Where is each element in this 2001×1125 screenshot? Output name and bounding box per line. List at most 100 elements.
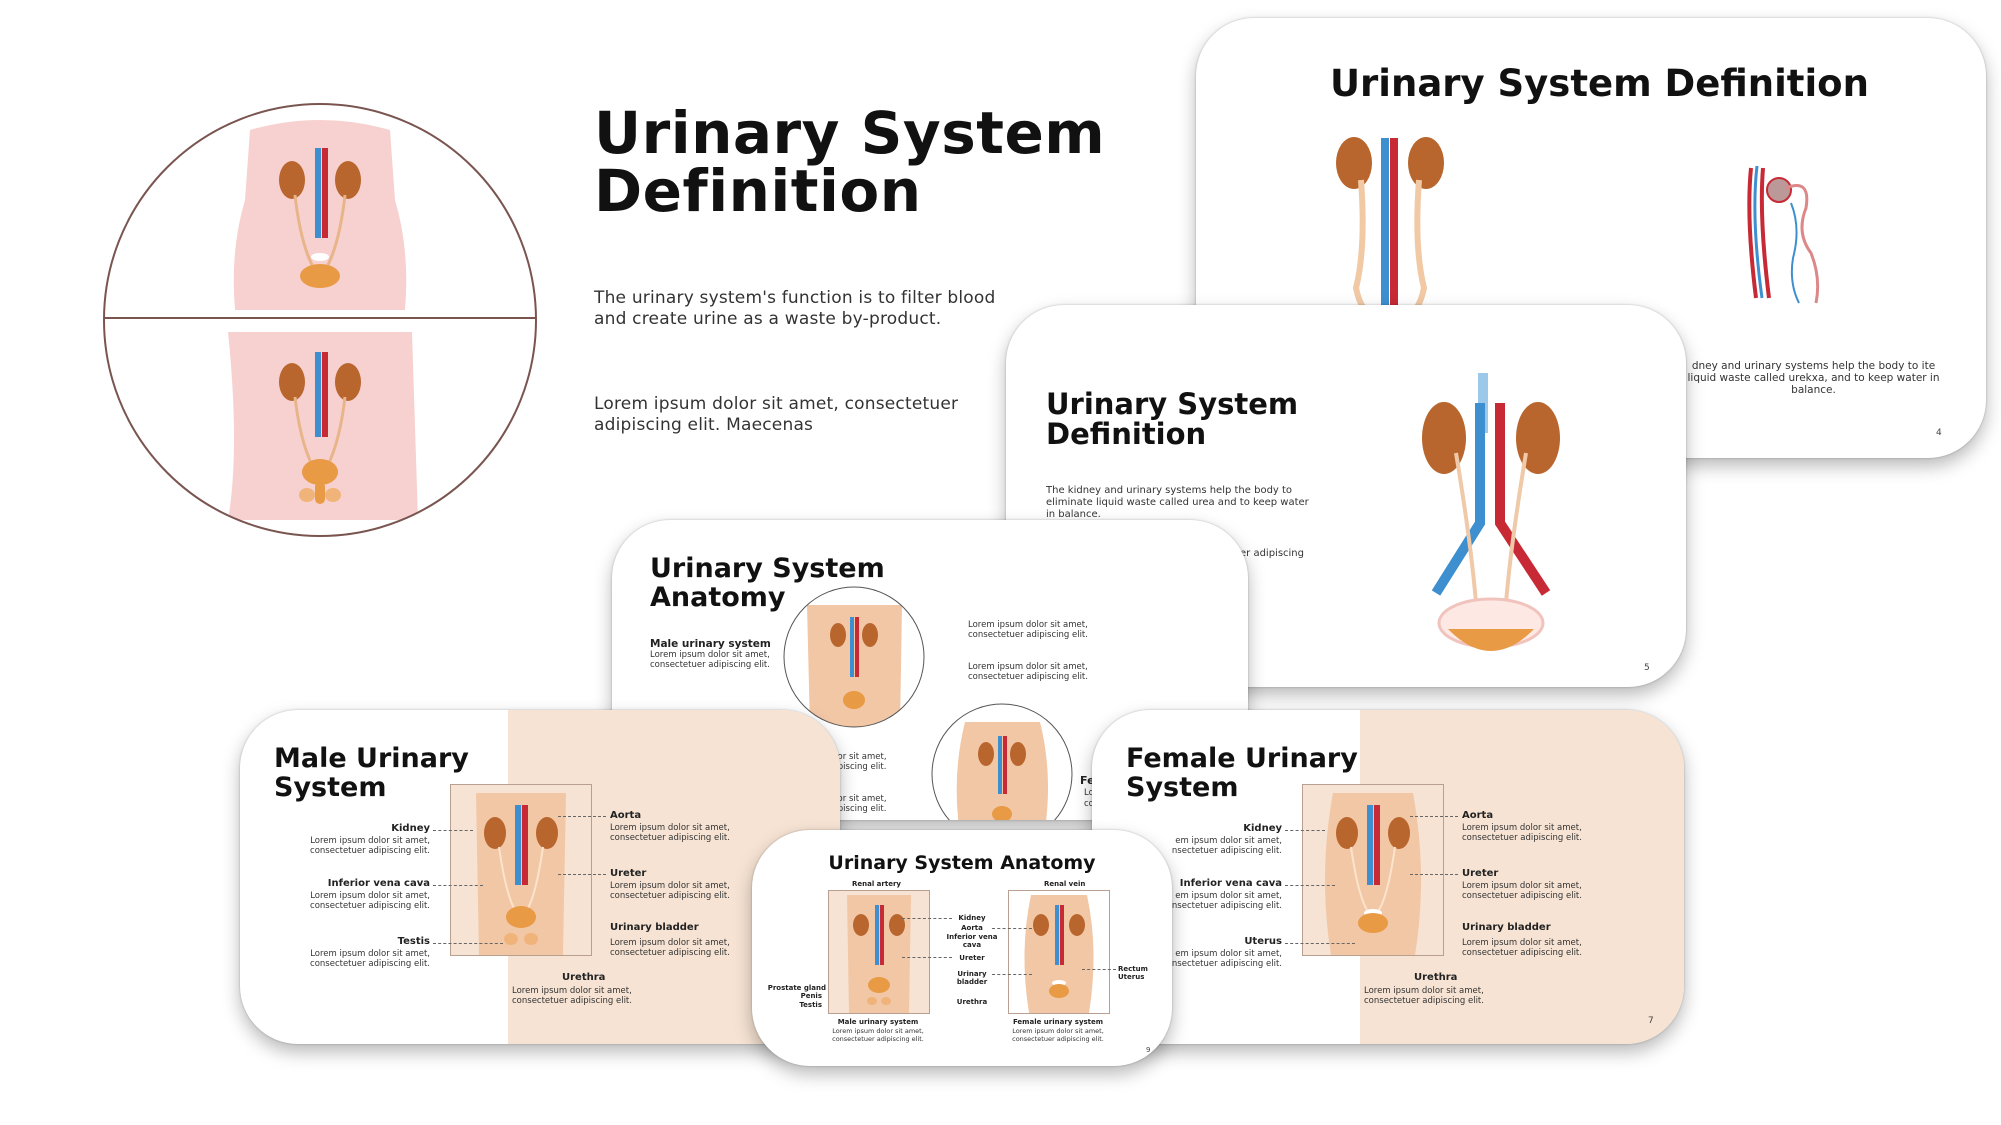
anatomy-center-text-2: olor sit amet, dipiscing elit. [830,794,887,814]
slide9-female-figure [1008,890,1110,1014]
male-urinary-organs [279,352,361,504]
slide9-leader-rectum [1082,969,1116,970]
female-title-line2: System [1126,772,1239,803]
male-title-line1: Male Urinary [274,743,469,774]
female-title: Female Urinary System [1126,744,1358,802]
nephron-icon [1747,165,1820,304]
slide5-text: The kidney and urinary systems help the … [1046,485,1309,520]
slide-card-female[interactable]: Female Urinary System Kidney em ipsum do… [1092,710,1684,1044]
female-bladder-text: Lorem ipsum dolor sit amet, consectetuer… [1462,938,1582,958]
slide9-male-figure [828,890,930,1014]
anatomy-male-heading: Male urinary system [650,638,771,650]
female-urethra-text: Lorem ipsum dolor sit amet, consectetuer… [1364,986,1484,1006]
slide9-uterus: Uterus [1118,973,1145,981]
female-slide-number: 7 [1648,1016,1654,1026]
anatomy-male-circle [783,586,925,728]
slide4-urinary-illustration [1336,137,1444,328]
female-bladder-label: Urinary bladder [1462,922,1551,933]
hero-title-line1: Urinary System [594,99,1106,167]
slide9-bladder-line2: bladder [956,978,988,986]
female-title-line1: Female Urinary [1126,743,1358,774]
slide4-text: dney and urinary systems help the body t… [1687,360,1940,396]
slide-card-9[interactable]: Urinary System Anatomy Renal artery Rena… [752,830,1172,1066]
female-ureter-label: Ureter [1462,868,1499,879]
female-ivc-text: em ipsum dolor sit amet, nsectetuer adip… [1171,891,1282,911]
slide9-male-caption: Male urinary system [837,1018,919,1026]
male-kidney-label: Kidney [391,823,430,834]
male-ivc-text: Lorem ipsum dolor sit amet, consectetuer… [310,891,430,911]
slide9-female-caption-text: Lorem ipsum dolor sit amet, consectetuer… [1012,1027,1104,1043]
female-urinary-organs [279,148,361,288]
slide9-ureter: Ureter [959,954,985,962]
slide9-renal-artery: Renal artery [852,880,901,888]
male-title-line2: System [274,772,387,803]
female-ivc-label: Inferior vena cava [1179,878,1282,889]
slide5-title-line2: Definition [1046,417,1207,451]
female-aorta-label: Aorta [1462,810,1494,821]
slide9-rectum: Rectum [1118,965,1148,973]
slide4-number: 4 [1936,428,1942,438]
female-urethra-label: Urethra [1414,972,1458,983]
female-uterus-leader [1285,943,1355,944]
slide9-leader-2 [902,957,952,958]
slide9-aorta: Aorta [961,924,983,932]
anatomy-female-circle [931,703,1073,820]
anatomy-female-text-cut-1: Lo [1084,788,1094,798]
male-ivc-leader [433,885,483,886]
male-ivc-label: Inferior vena cava [327,878,430,889]
male-testis-leader [433,943,503,944]
male-urethra-label: Urethra [562,972,606,983]
slide9-title: Urinary System Anatomy [828,852,1096,874]
male-figure [450,784,592,956]
anatomy-center-text-1: olor sit amet, dipiscing elit. [830,752,887,772]
slide9-urethra: Urethra [956,998,988,1006]
slide9-testis: Testis [799,1001,822,1009]
anatomy-right-text-2: Lorem ipsum dolor sit amet, consectetuer… [968,662,1088,682]
slide9-leader-1 [902,918,952,919]
slide9-number: 9 [1146,1046,1151,1054]
male-aorta-leader [558,816,606,817]
male-ureter-text: Lorem ipsum dolor sit amet, consectetuer… [610,881,730,901]
female-aorta-leader [1410,816,1458,817]
slide5-title-line1: Urinary System [1046,387,1299,421]
slide5-text2: er adipiscing [1240,548,1304,559]
female-ivc-leader [1285,885,1335,886]
male-ureter-label: Ureter [610,868,647,879]
anatomy-male-text: Lorem ipsum dolor sit amet, consectetuer… [650,650,770,670]
male-bladder-label: Urinary bladder [610,922,699,933]
male-aorta-text: Lorem ipsum dolor sit amet, consectetuer… [610,823,730,843]
slide9-leader-3 [992,928,1032,929]
female-aorta-text: Lorem ipsum dolor sit amet, consectetuer… [1462,823,1582,843]
male-testis-text: Lorem ipsum dolor sit amet, consectetuer… [310,949,430,969]
slide9-ivc-line1: Inferior vena [946,933,998,941]
anatomy-title-line2: Anatomy [650,582,786,613]
female-ureter-leader [1410,874,1458,875]
hero-title: Urinary System Definition [594,104,1105,220]
slide9-female-caption: Female urinary system [1012,1018,1104,1026]
male-ureter-leader [558,874,606,875]
slide4-title: Urinary System Definition [1330,62,1869,105]
slide9-bladder-line1: Urinary [957,970,987,978]
female-kidney-leader [1285,830,1325,831]
female-uterus-text: em ipsum dolor sit amet, nsectetuer adip… [1171,949,1282,969]
slide-card-male[interactable]: Male Urinary System Kidney Lorem ipsum d… [240,710,840,1044]
slide9-kidney: Kidney [958,914,986,922]
female-kidney-label: Kidney [1243,823,1282,834]
male-testis-label: Testis [397,936,430,947]
male-title: Male Urinary System [274,744,469,802]
slide9-leader-4 [992,974,1032,975]
male-kidney-leader [433,830,473,831]
slide9-renal-vein: Renal vein [1044,880,1086,888]
anatomy-female-text-cut-2: co [1084,799,1094,809]
anatomy-title-line1: Urinary System [650,553,885,584]
slide9-prostate: Prostate gland [767,984,826,992]
hero-lorem: Lorem ipsum dolor sit amet, consectetuer… [594,394,959,435]
female-uterus-label: Uterus [1244,936,1282,947]
anatomy-right-text-1: Lorem ipsum dolor sit amet, consectetuer… [968,620,1088,640]
female-figure [1302,784,1444,956]
slide9-penis: Penis [800,992,822,1000]
hero-circle-illustration [103,103,537,537]
female-kidney-text: em ipsum dolor sit amet, nsectetuer adip… [1171,836,1282,856]
slide5-number: 5 [1644,663,1650,673]
anatomy-title: Urinary System Anatomy [650,554,885,612]
